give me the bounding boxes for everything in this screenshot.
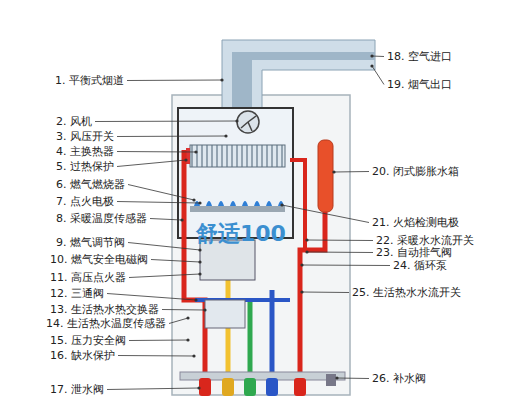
leader-line (117, 151, 196, 153)
callout-label: 7. 点火电极 (56, 195, 114, 208)
leader-line (307, 252, 373, 254)
leader-dot (300, 290, 303, 293)
callout-label: 16. 缺水保护 (50, 349, 115, 362)
watermark: 舒适100 (196, 222, 286, 246)
callout-label: 20. 闭式膨胀水箱 (372, 165, 459, 178)
leader-dot (305, 250, 308, 253)
leader-dot (198, 272, 201, 275)
leader-dot (220, 78, 223, 81)
leader-line (128, 243, 200, 251)
leader-line (117, 202, 200, 204)
callout-label: 25. 生活热水水流开关 (352, 286, 461, 299)
leader-line (127, 80, 222, 82)
leader-line (151, 260, 200, 263)
leader-line (372, 66, 384, 85)
callout-label: 12. 三通阀 (50, 287, 104, 300)
callout-label: 11. 高压点火器 (50, 271, 126, 284)
leader-dot (194, 150, 197, 153)
callout-label: 15. 压力安全阀 (50, 334, 126, 347)
callout-label: 23. 自动排气阀 (376, 246, 452, 259)
callout-label: 3. 风压开关 (56, 130, 114, 143)
callout-label: 21. 火焰检测电极 (372, 216, 459, 229)
leader-dot (198, 248, 201, 251)
leader-dot (197, 386, 200, 389)
callout-label: 13. 生活热水热交换器 (50, 303, 159, 316)
leader-dot (300, 263, 303, 266)
leader-dot (370, 64, 373, 67)
callout-label: 9. 燃气调节阀 (56, 236, 125, 249)
callout-label: 4. 主换热器 (56, 145, 114, 158)
leader-dot (186, 316, 189, 319)
callout-label: 6. 燃气燃烧器 (56, 178, 125, 191)
callout-label: 10. 燃气安全电磁阀 (50, 253, 148, 266)
leader-line (128, 185, 194, 201)
leader-dot (332, 170, 335, 173)
leader-line (302, 292, 349, 294)
leader-line (302, 265, 390, 267)
callout-label: 18. 空气进口 (387, 50, 452, 63)
leader-line (334, 171, 369, 173)
callout-label: 1. 平衡式烟道 (55, 74, 124, 87)
leader-line (307, 240, 373, 242)
leader-line (107, 294, 196, 301)
leader-line (169, 318, 188, 324)
leader-line (129, 340, 188, 342)
leader-dot (184, 158, 187, 161)
leader-dot (305, 238, 308, 241)
callout-label: 24. 循环泵 (393, 259, 447, 272)
leader-dot (235, 119, 238, 122)
callout-label: 5. 过热保护 (56, 160, 114, 173)
callout-label: 17. 泄水阀 (50, 383, 104, 396)
leader-line (162, 309, 205, 311)
leader-dot (192, 354, 195, 357)
leader-dot (198, 201, 201, 204)
leader-line (282, 205, 369, 223)
leader-dot (180, 218, 183, 221)
leader-dot (224, 134, 227, 137)
leader-line (118, 355, 194, 357)
leader-dot (335, 376, 338, 379)
leader-dot (370, 54, 373, 57)
leader-dot (192, 198, 195, 201)
callout-label: 8. 采暖温度传感器 (56, 212, 147, 225)
leader-line (95, 121, 237, 123)
leader-line (117, 160, 186, 167)
callout-label: 2. 风机 (56, 115, 92, 128)
leader-dot (194, 298, 197, 301)
leader-dot (203, 308, 206, 311)
leader-line (117, 136, 226, 138)
callout-label: 26. 补水阀 (372, 372, 426, 385)
leader-dot (280, 203, 283, 206)
leader-line (337, 378, 369, 380)
leader-line (372, 56, 384, 58)
leader-line (129, 274, 200, 278)
callout-label: 19. 烟气出口 (387, 78, 452, 91)
leader-dot (198, 260, 201, 263)
callout-label: 14. 生活热水温度传感器 (46, 317, 166, 330)
leader-dot (186, 338, 189, 341)
callout-label: 22. 采暖水水流开关 (376, 234, 474, 247)
leader-line (107, 388, 199, 390)
leader-line (150, 219, 182, 221)
